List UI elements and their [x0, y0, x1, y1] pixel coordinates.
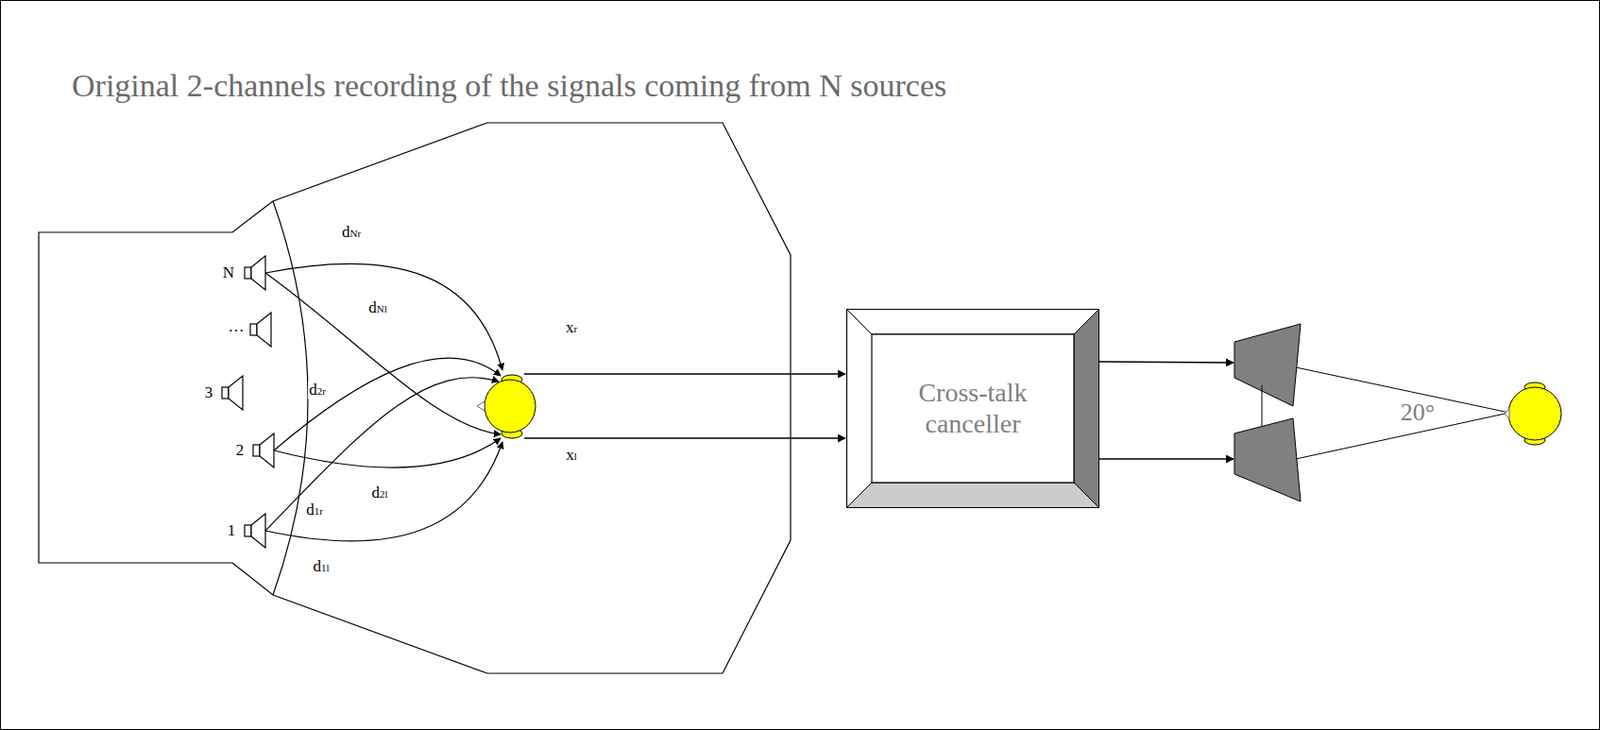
- sound-path: [273, 438, 501, 468]
- distance-label: dNl: [367, 299, 389, 318]
- hall-outline: [38, 122, 791, 674]
- source-speaker: [244, 255, 266, 290]
- source-speaker: [244, 513, 266, 548]
- distance-label: d1r: [305, 501, 324, 520]
- diagram-title: Original 2-channels recording of the sig…: [71, 68, 947, 104]
- source-speaker: [221, 375, 243, 410]
- distance-label: d2l: [370, 484, 389, 503]
- source-number: 1: [226, 522, 238, 541]
- playback-speaker: [1234, 323, 1301, 407]
- distance-label: d2r: [307, 381, 327, 400]
- source-number: 2: [235, 442, 246, 460]
- sound-path: [265, 377, 499, 531]
- signal-name: xr: [564, 319, 579, 338]
- sound-path: [273, 357, 501, 451]
- angle-label: 20°: [1399, 399, 1436, 427]
- distance-label: d1l: [311, 558, 330, 577]
- source-speaker: [253, 433, 274, 468]
- signal-name: xl: [564, 446, 579, 465]
- listener-head: [1504, 382, 1562, 445]
- signal-line: [1099, 458, 1234, 460]
- source-number: N: [221, 264, 236, 283]
- signal-line: [524, 373, 846, 375]
- sound-path: [265, 263, 503, 371]
- signal-line: [1099, 361, 1234, 363]
- distance-label: dNr: [340, 223, 362, 242]
- box-label: Cross-talk canceller: [877, 338, 1069, 479]
- speaker-join: [1261, 385, 1263, 426]
- source-number: …: [227, 318, 246, 337]
- playback-speaker: [1234, 418, 1301, 502]
- source-number: 3: [204, 384, 215, 403]
- source-speaker: [250, 312, 272, 347]
- dummy-head: [476, 374, 536, 439]
- sound-path: [265, 272, 501, 435]
- process-box: Cross-talk canceller: [846, 308, 1100, 509]
- sound-path: [265, 442, 503, 542]
- signal-line: [524, 437, 846, 439]
